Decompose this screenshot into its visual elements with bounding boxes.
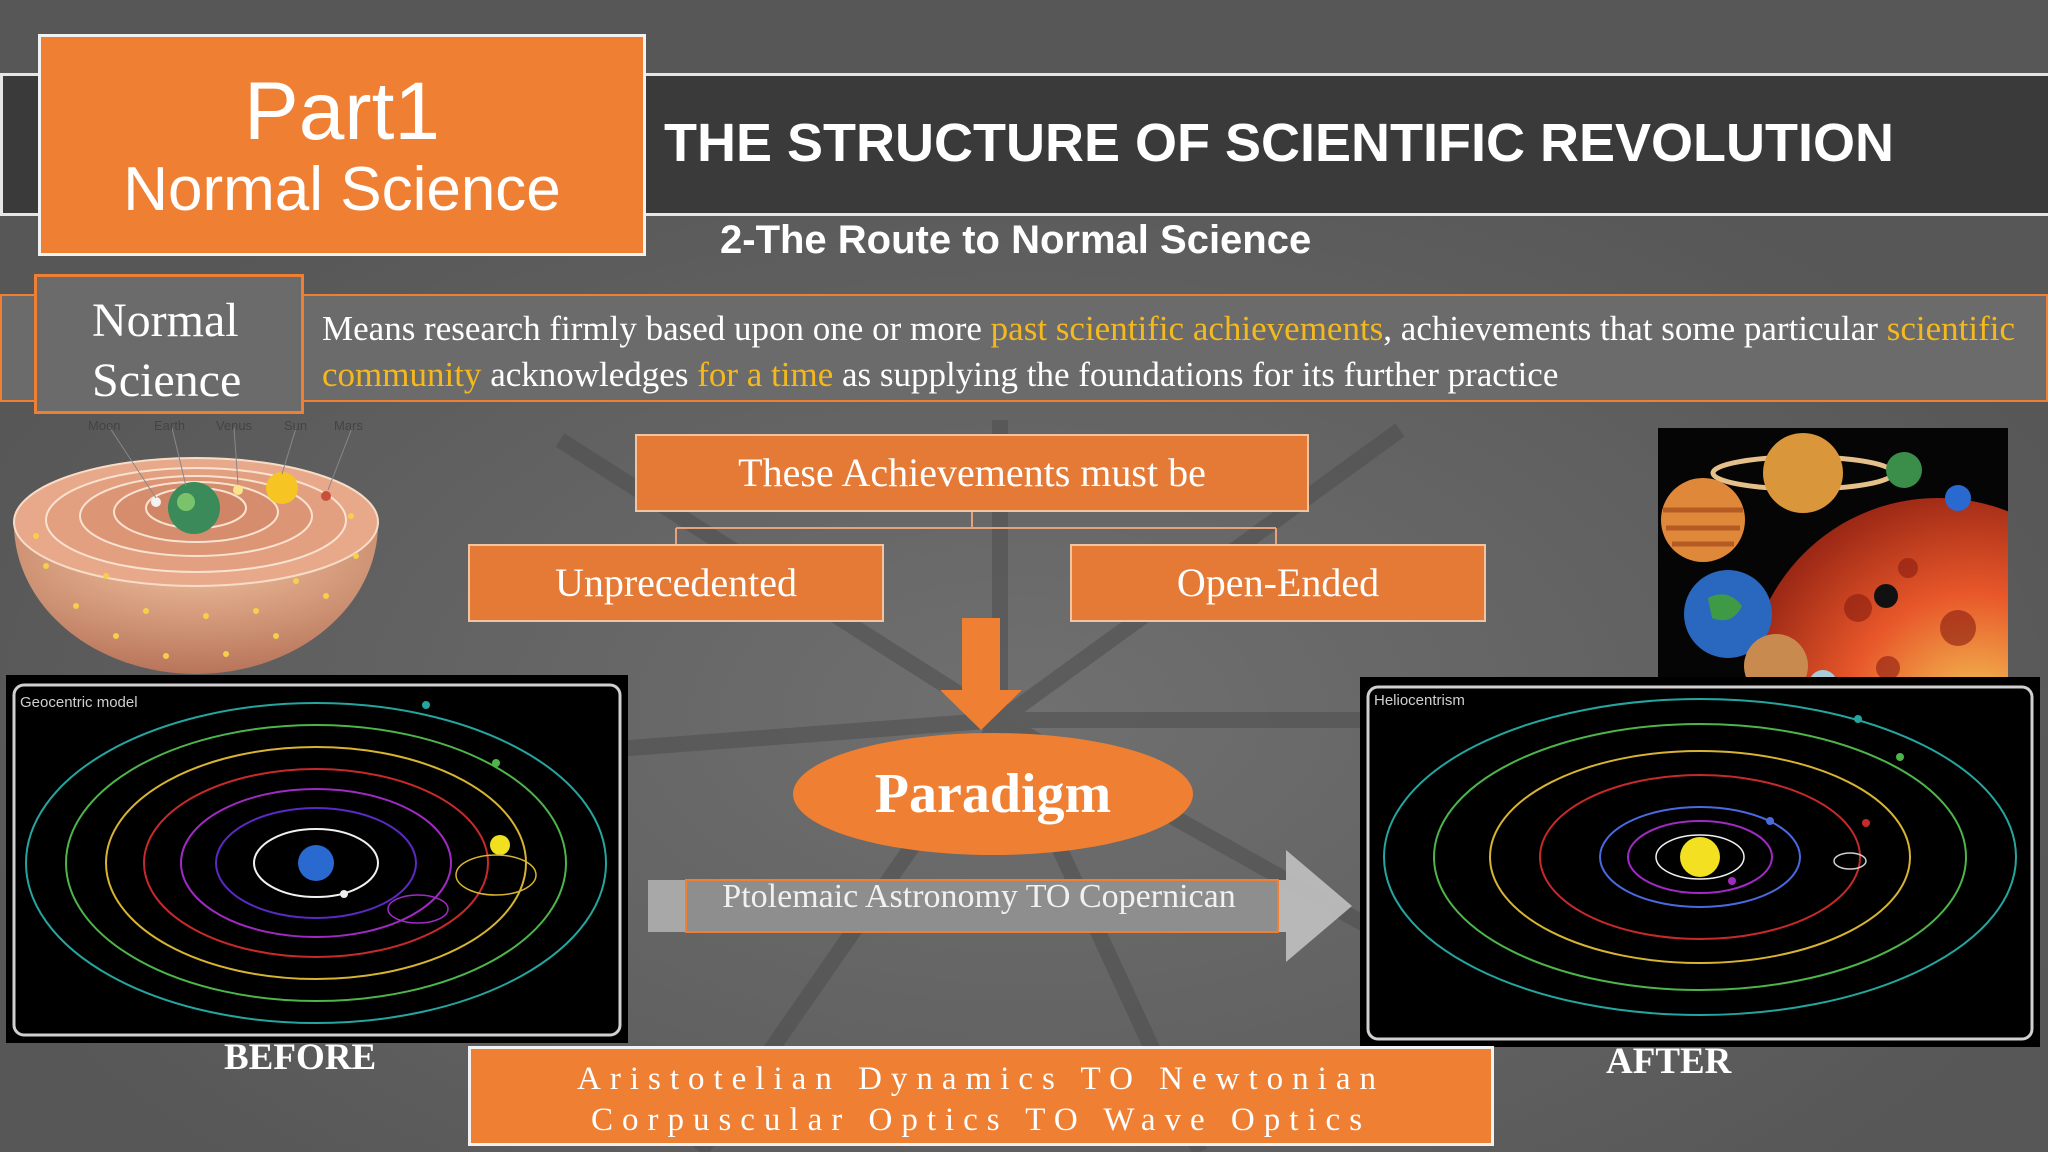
part-box: Part1 Normal Science — [38, 34, 646, 256]
definition-segment: Means research firmly based upon one or … — [322, 309, 991, 348]
before-label: BEFORE — [224, 1036, 376, 1079]
part-title: Normal Science — [41, 155, 643, 225]
highlight-for-a-time: for a time — [697, 355, 833, 394]
geocentric-label: Geocentric model — [20, 694, 138, 711]
examples-box: Aristotelian Dynamics TO Newtonian Corpu… — [468, 1046, 1494, 1146]
paradigm-oval: Paradigm — [793, 733, 1193, 855]
definition-segment: , achievements that some particular — [1383, 309, 1886, 348]
term-line-1: Normal — [92, 291, 301, 351]
unprecedented-box: Unprecedented — [468, 544, 884, 622]
label-earth: Earth — [154, 418, 185, 433]
label-mars: Mars — [334, 418, 363, 433]
after-label: AFTER — [1606, 1040, 1731, 1083]
label-venus: Venus — [216, 418, 252, 433]
planets-image — [1658, 428, 2008, 706]
term-line-2: Science — [92, 351, 301, 411]
example-line-2: Corpuscular Optics TO Wave Optics — [471, 1100, 1491, 1141]
example-line-1: Aristotelian Dynamics TO Newtonian — [471, 1059, 1491, 1100]
definition-segment: acknowledges — [481, 355, 697, 394]
section-subtitle: 2-The Route to Normal Science — [720, 218, 1311, 263]
heliocentric-label: Heliocentrism — [1374, 692, 1465, 709]
label-sun: Sun — [284, 418, 307, 433]
transition-text: Ptolemaic Astronomy TO Copernican — [682, 878, 1276, 916]
definition-text: Means research firmly based upon one or … — [322, 306, 2042, 398]
celestial-spheres-image — [6, 416, 386, 690]
achievements-box: These Achievements must be — [635, 434, 1309, 512]
heliocentric-model-image — [1360, 677, 2040, 1047]
term-label: Normal Science — [34, 274, 304, 414]
part-number: Part1 — [41, 69, 643, 155]
geocentric-model-image — [6, 675, 628, 1043]
highlight-past-achievements: past scientific achievements — [991, 309, 1384, 348]
label-moon: Moon — [88, 418, 121, 433]
page-title: THE STRUCTURE OF SCIENTIFIC REVOLUTION — [664, 112, 1894, 174]
definition-segment: as supplying the foundations for its fur… — [833, 355, 1558, 394]
open-ended-box: Open-Ended — [1070, 544, 1486, 622]
